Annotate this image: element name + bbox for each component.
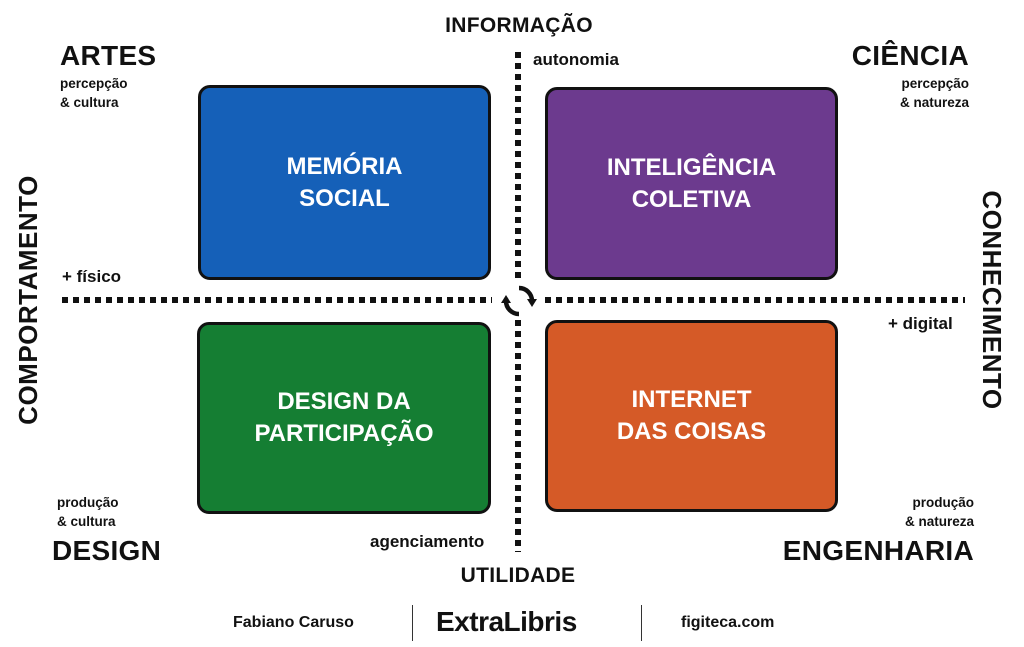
corner-title: CIÊNCIA (851, 40, 969, 71)
corner-bottom-right: produção & natureza ENGENHARIA (783, 493, 974, 567)
label-digital: + digital (888, 314, 953, 333)
corner-title: ARTES (60, 40, 157, 71)
quadrant-design-da-participacao: DESIGN DA PARTICIPAÇÃO (197, 322, 491, 514)
axis-title-bottom: UTILIDADE (460, 564, 576, 587)
footer-brand-logo: ExtraLibris (436, 606, 577, 637)
axis-title-right: CONHECIMENTO (977, 190, 1007, 410)
quadrant-label: DESIGN DA PARTICIPAÇÃO (254, 388, 434, 447)
quadrant-label: MEMÓRIA SOCIAL (286, 152, 403, 212)
corner-title: DESIGN (52, 535, 162, 566)
quadrant-label: INTELIGÊNCIA COLETIVA (606, 153, 777, 213)
label-agenciamento: agenciamento (370, 532, 485, 551)
corner-subtitle: percepção (60, 76, 128, 91)
quadrant-label: INTERNET DAS COISAS (616, 386, 767, 445)
axis-title-top: INFORMAÇÃO (445, 14, 593, 37)
corner-subtitle: & cultura (57, 514, 116, 529)
quadrant-inteligencia-coletiva: INTELIGÊNCIA COLETIVA (545, 87, 838, 280)
axis-title-left: COMPORTAMENTO (13, 175, 43, 425)
axis-line-vertical-bottom (515, 320, 521, 552)
footer-site: figiteca.com (681, 614, 775, 631)
corner-subtitle: & natureza (904, 514, 974, 529)
axis-line-horizontal-left (62, 297, 492, 303)
corner-bottom-left: produção & cultura DESIGN (52, 493, 161, 567)
footer-separator (412, 605, 413, 641)
cycle-arrows-icon (501, 285, 537, 317)
corner-title: ENGENHARIA (782, 535, 974, 566)
corner-top-left: ARTES percepção & cultura (60, 40, 156, 112)
axis-line-horizontal-right (545, 297, 965, 303)
quadrant-memoria-social: MEMÓRIA SOCIAL (198, 85, 491, 280)
corner-subtitle: & natureza (899, 95, 969, 110)
corner-top-right: CIÊNCIA percepção & natureza (852, 40, 969, 112)
quadrant-internet-das-coisas: INTERNET DAS COISAS (545, 320, 838, 512)
corner-subtitle: produção (912, 495, 974, 510)
footer-author: Fabiano Caruso (233, 614, 354, 631)
corner-subtitle: & cultura (60, 95, 119, 110)
corner-subtitle: percepção (901, 76, 969, 91)
label-autonomia: autonomia (533, 50, 619, 69)
axis-line-vertical-top (515, 52, 521, 280)
corner-subtitle: produção (57, 495, 119, 510)
label-fisico: + físico (62, 267, 122, 286)
footer-separator (641, 605, 642, 641)
